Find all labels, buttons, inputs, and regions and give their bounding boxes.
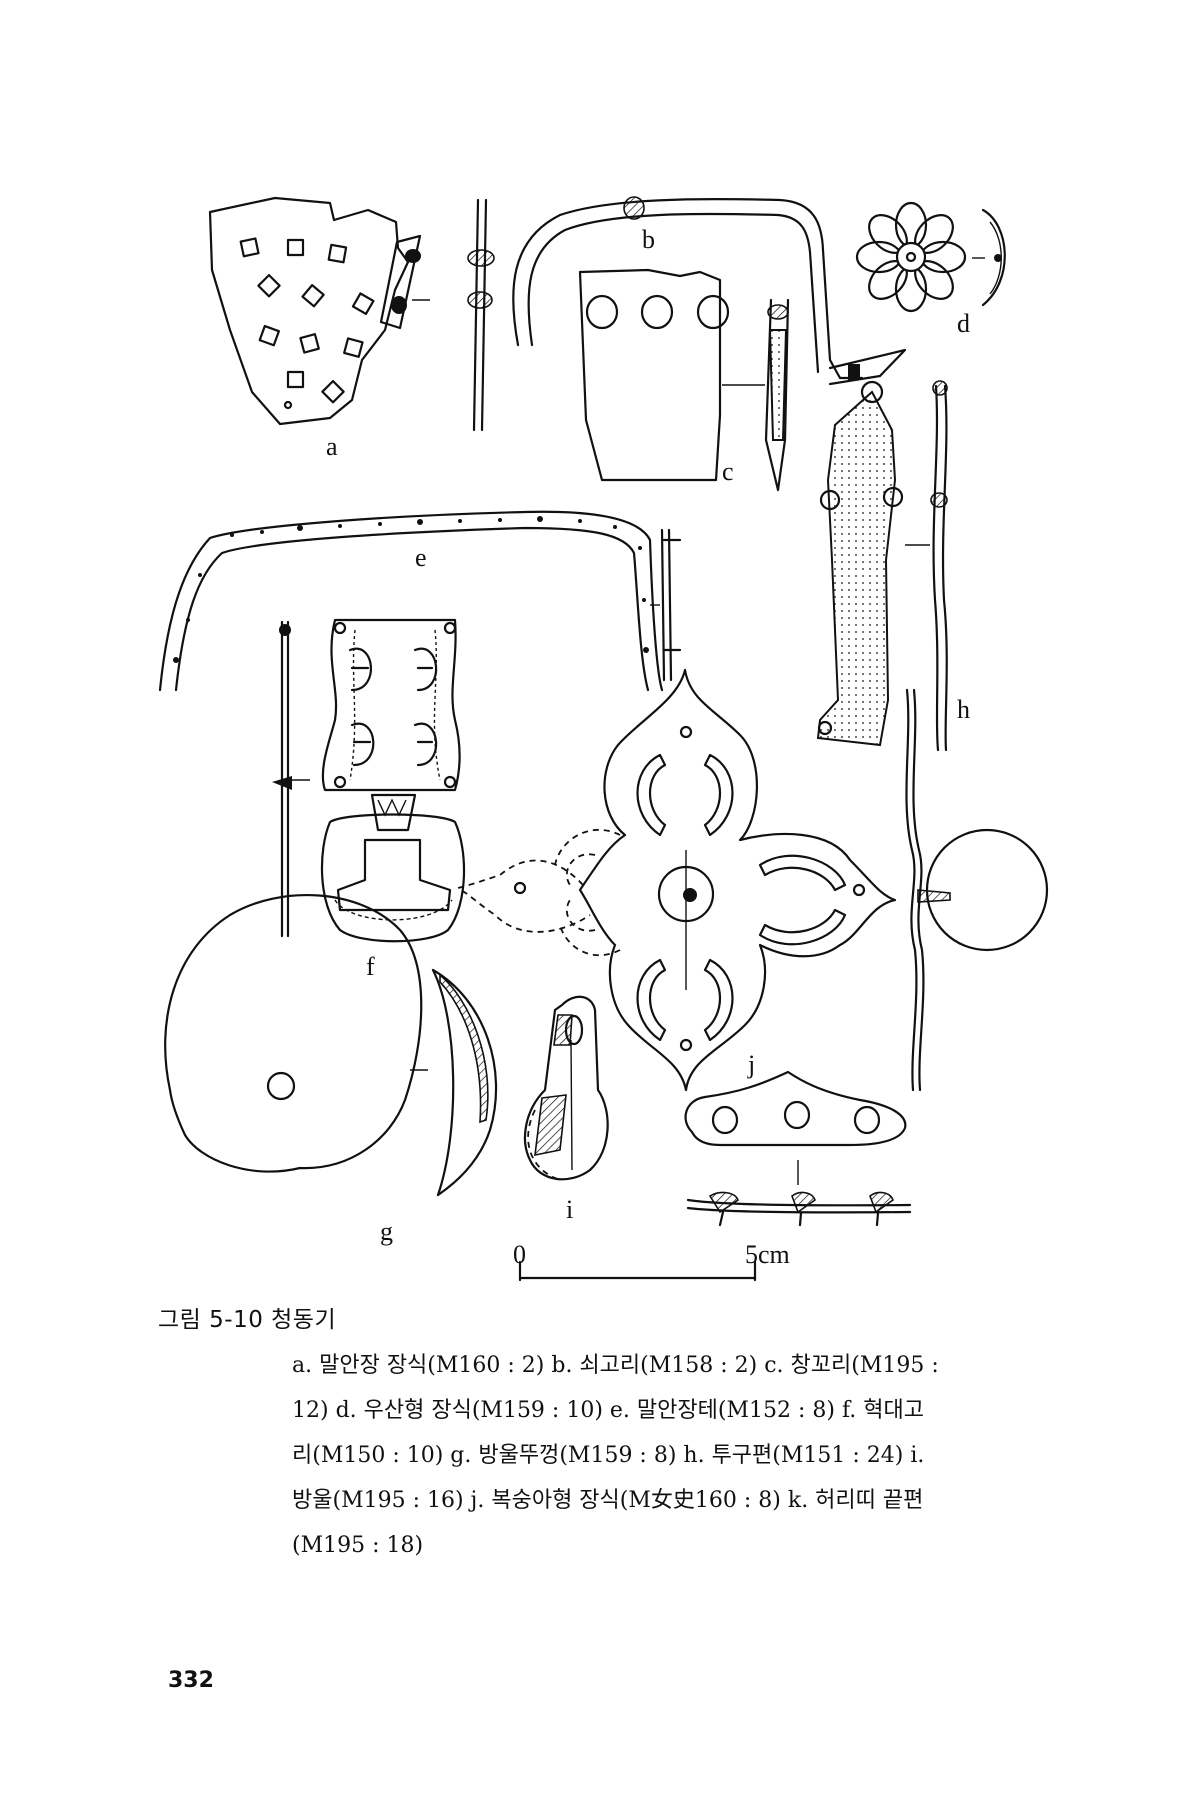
label-i: i (566, 1195, 573, 1224)
artifact-e-saddle-rim: e (158, 510, 682, 692)
figure-caption: a. 말안장 장식(M160 : 2) b. 쇠고리(M158 : 2) c. … (292, 1343, 1052, 1568)
scale-end: 5cm (745, 1240, 790, 1269)
label-a: a (326, 432, 338, 461)
artifact-j-peach-ornament: j (455, 668, 897, 1092)
caption-line: (M195 : 18) (292, 1533, 424, 1558)
artifact-k-belt-end (684, 1070, 912, 1227)
artifact-h-helmet-fragment: h (816, 380, 970, 752)
artifact-b-iron-ring: b (512, 196, 907, 386)
figure-title: 그림 5-10 청동기 (158, 1307, 337, 1333)
label-g: g (380, 1217, 393, 1246)
label-b: b (642, 225, 655, 254)
artifact-bell-chain (905, 688, 1049, 1092)
scale-zero: 0 (513, 1240, 526, 1269)
caption-line: 12) d. 우산형 장식(M159 : 10) e. 말안장테(M152 : … (292, 1398, 925, 1423)
page-number: 332 (168, 1668, 214, 1693)
label-c: c (722, 457, 734, 486)
artifact-a-saddle-ornament: a (208, 196, 495, 461)
artifact-g-bell-lid: g (164, 894, 498, 1246)
label-e: e (415, 543, 427, 572)
label-f: f (366, 952, 375, 981)
artifact-i-bell: i (523, 995, 609, 1224)
artifact-d-umbrella-ornament: d (855, 201, 1006, 338)
caption-line: 리(M150 : 10) g. 방울뚜껑(M159 : 8) h. 투구편(M1… (292, 1443, 925, 1468)
label-d: d (957, 309, 970, 338)
artifact-f-belt-buckle: f (272, 618, 466, 981)
caption-line: 방울(M195 : 16) j. 복숭아형 장식(M女史160 : 8) k. … (292, 1488, 924, 1513)
scale-bar: 0 5cm (513, 1240, 790, 1282)
label-j: j (747, 1050, 755, 1079)
caption-line: a. 말안장 장식(M160 : 2) b. 쇠고리(M158 : 2) c. … (292, 1353, 939, 1378)
label-h: h (957, 695, 970, 724)
artifact-c-spear-butt: c (578, 268, 790, 492)
